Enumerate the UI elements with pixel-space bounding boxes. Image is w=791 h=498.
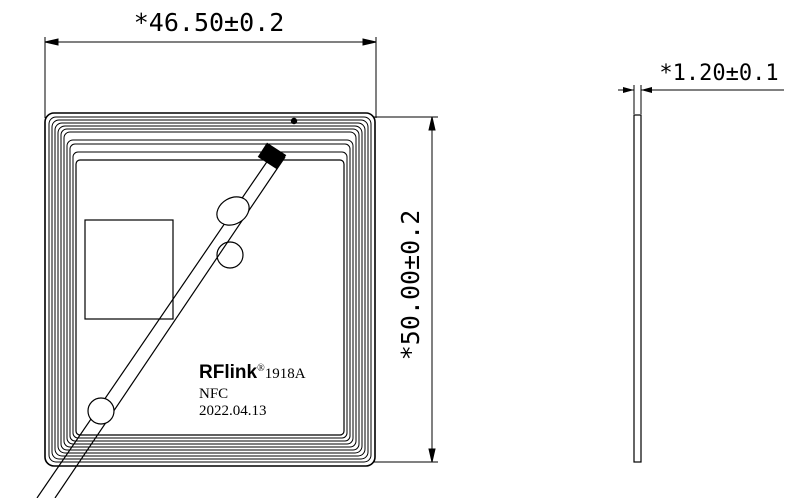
- thickness-dimension-label: *1.20±0.1: [659, 61, 778, 86]
- antenna-terminal-dot: [290, 117, 298, 125]
- brand-name: link: [224, 362, 257, 383]
- tag-body: [36, 112, 376, 498]
- antenna-coil-turn: [54, 122, 366, 457]
- height-dimension: [374, 116, 438, 463]
- tag-side-profile: [633, 114, 642, 463]
- thickness-arrow-left: [623, 87, 634, 93]
- width-arrow-left: [44, 38, 59, 46]
- height-arrow-bottom: [428, 448, 436, 463]
- height-arrow-top: [428, 116, 436, 131]
- antenna-coil-turn: [69, 143, 351, 442]
- square-window: [84, 219, 174, 320]
- printed-label: RFlink®1918A NFC 2022.04.13: [199, 362, 306, 419]
- production-date: 2022.04.13: [199, 403, 267, 419]
- width-dimension-label: *46.50±0.2: [134, 8, 285, 37]
- antenna-coil-turn: [60, 128, 360, 451]
- brand-logo: RFlink®1918A: [199, 362, 306, 383]
- bond-pad-round: [216, 241, 244, 269]
- tag-type: NFC: [199, 386, 228, 402]
- antenna-coil-turn: [48, 116, 372, 463]
- width-dimension: [44, 37, 377, 118]
- side-view: [618, 85, 784, 463]
- antenna-coil-turn: [51, 119, 369, 460]
- antenna-coil-turn: [66, 139, 354, 445]
- width-arrow-right: [362, 38, 377, 46]
- bond-pad-upper: [216, 196, 250, 226]
- model-number: 1918A: [265, 366, 306, 382]
- antenna-inner-edge: [75, 159, 345, 436]
- thickness-arrow-right: [641, 87, 652, 93]
- bond-pad-lower: [87, 397, 115, 425]
- nfc-chip: [257, 142, 287, 170]
- registered-mark: ®: [257, 363, 265, 374]
- antenna-coil-turn: [63, 131, 357, 448]
- tag-outline: [44, 112, 376, 467]
- brand-letter-f: F: [213, 362, 225, 383]
- brand-letter-r: R: [199, 362, 213, 383]
- antenna-coil-turn: [57, 125, 363, 454]
- height-dimension-label: *50.00±0.2: [396, 210, 425, 361]
- antenna-coil-turn: [72, 151, 348, 439]
